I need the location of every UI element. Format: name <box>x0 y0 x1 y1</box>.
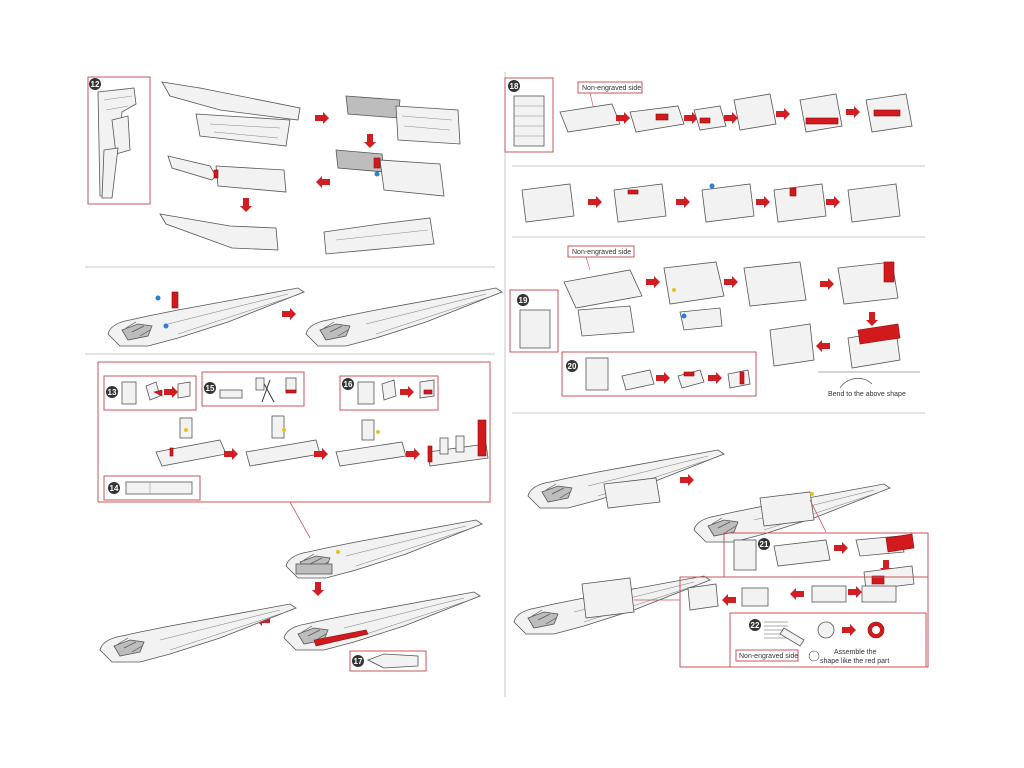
step-12-sequence <box>159 81 461 255</box>
non-engraved-label: Non-engraved side <box>739 653 798 660</box>
step-number: 13 <box>108 388 117 397</box>
non-engraved-label: Non-engraved side <box>582 85 641 92</box>
step-12-panel: 12 <box>87 76 151 205</box>
step-number: 12 <box>91 80 100 89</box>
step-18-panel: 18 Non-engraved side <box>504 77 913 153</box>
step-number: 22 <box>751 621 760 630</box>
alignment-markers <box>184 288 814 554</box>
step-number: 15 <box>206 384 215 393</box>
step-number: 17 <box>354 657 363 666</box>
bend-note: Bend to the above shape <box>828 391 906 398</box>
steps-13-16-panel: 13 15 16 <box>97 361 491 503</box>
step-number: 14 <box>110 484 119 493</box>
assemble-note-2: shape like the red part <box>820 658 889 665</box>
step-number: 20 <box>568 362 577 371</box>
step-number: 19 <box>519 296 528 305</box>
weapons-assembly-left: 17 <box>99 501 483 672</box>
step-19-panel: Non-engraved side 19 Bend to the above s… <box>509 245 920 398</box>
fuselage-row <box>107 287 503 347</box>
step-badge <box>89 78 101 90</box>
step-number: 21 <box>760 540 769 549</box>
missile-rack-row <box>521 183 901 223</box>
non-engraved-label: Non-engraved side <box>572 249 631 256</box>
assemble-note-1: Assemble the <box>834 649 877 656</box>
step-number: 16 <box>344 380 353 389</box>
step-number: 18 <box>510 82 519 91</box>
final-assembly-right: 21 22 Non-engraved side Assemble the sha… <box>513 449 929 668</box>
